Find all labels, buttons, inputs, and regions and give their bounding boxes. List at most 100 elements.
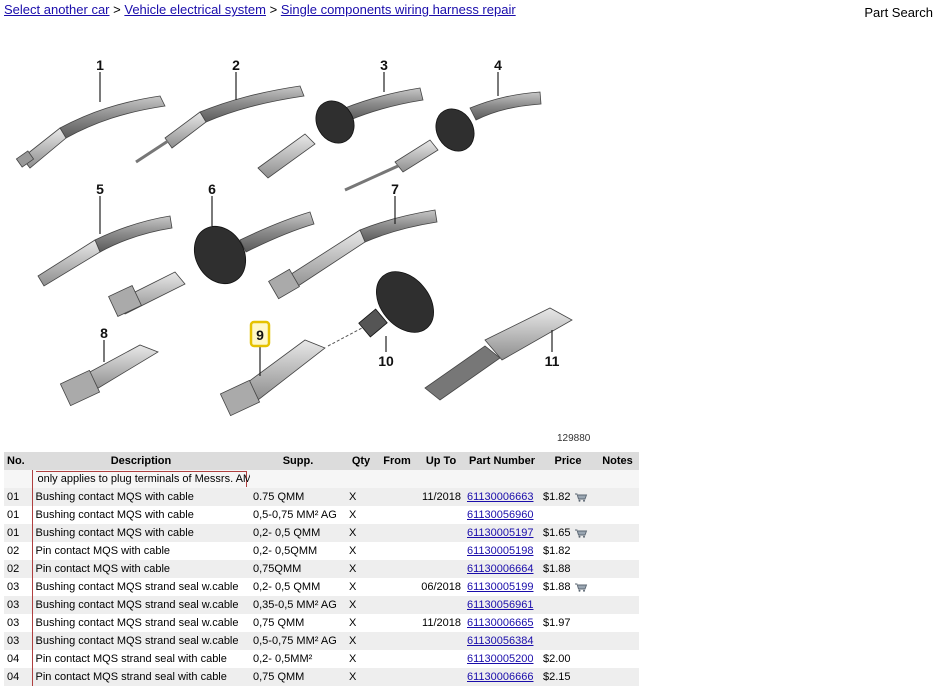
part-number-link[interactable]: 61130006664 (467, 563, 534, 575)
cell-no: 03 (4, 614, 32, 632)
cart-icon[interactable] (574, 582, 588, 592)
cell-notes (596, 506, 639, 524)
diagram-part-10 (327, 271, 434, 352)
callout-4[interactable]: 4 (494, 57, 502, 73)
cell-supp: 0,75QMM (250, 560, 346, 578)
cell-qty: X (346, 668, 376, 686)
cell-part-number: 61130006664 (464, 560, 540, 578)
cell-description: Pin contact MQS strand seal with cable (31, 650, 250, 668)
cell-description: Pin contact MQS with cable (31, 542, 250, 560)
callout-6[interactable]: 6 (208, 181, 216, 197)
cell-from (376, 542, 418, 560)
callout-7[interactable]: 7 (391, 181, 399, 197)
cell-supp: 0,2- 0,5 QMM (250, 524, 346, 542)
part-search-link[interactable]: Part Search (864, 5, 933, 20)
cell-from (376, 668, 418, 686)
diagram-part-11 (424, 307, 573, 401)
price-value: $1.88 (543, 581, 571, 593)
cell-qty: X (346, 506, 376, 524)
cell-qty: X (346, 488, 376, 506)
highlight-box (249, 320, 271, 348)
part-number-link[interactable]: 61130056960 (467, 509, 534, 521)
cell-qty: X (346, 596, 376, 614)
cell-notes (596, 488, 639, 506)
breadcrumb-link-vehicle-electrical[interactable]: Vehicle electrical system (124, 2, 266, 17)
part-number-link[interactable]: 61130005200 (467, 653, 534, 665)
part-number-link[interactable]: 61130005197 (467, 527, 534, 539)
cell-up-to (418, 668, 464, 686)
cell-notes (596, 614, 639, 632)
table-row: 02 Pin contact MQS with cable 0,75QMM X … (4, 560, 639, 578)
part-number-link[interactable]: 61130006666 (467, 671, 534, 683)
cell-description: Bushing contact MQS with cable (31, 488, 250, 506)
cell-no: 01 (4, 524, 32, 542)
cell-no: 03 (4, 632, 32, 650)
part-number-link[interactable]: 61130056384 (467, 635, 534, 647)
header-description: Description (32, 452, 250, 470)
table-note-row: only applies to plug terminals of Messrs… (4, 470, 639, 488)
part-number-link[interactable]: 61130005199 (467, 581, 534, 593)
cell-price: $1.82 (540, 542, 596, 560)
cell-from (376, 506, 418, 524)
cell-qty: X (346, 524, 376, 542)
callout-9[interactable]: 9 (256, 327, 264, 343)
cell-part-number: 61130006666 (464, 668, 540, 686)
cell-price: $1.82 (540, 488, 596, 506)
table-row: 01 Bushing contact MQS with cable 0,2- 0… (4, 524, 639, 542)
cell-qty: X (346, 614, 376, 632)
cell-price (540, 596, 596, 614)
callout-8[interactable]: 8 (100, 325, 108, 341)
cell-qty: X (346, 560, 376, 578)
cell-no: 01 (4, 488, 32, 506)
diagram-part-1 (15, 72, 166, 169)
callout-11[interactable]: 11 (545, 353, 560, 369)
header-up-to: Up To (418, 452, 464, 470)
cell-from (376, 524, 418, 542)
cell-price: $2.00 (540, 650, 596, 668)
cell-from (376, 488, 418, 506)
diagram-part-9 (219, 320, 326, 417)
part-number-link[interactable]: 61130056961 (467, 599, 534, 611)
table-row: 03 Bushing contact MQS strand seal w.cab… (4, 614, 639, 632)
cell-from (376, 596, 418, 614)
cell-price: $1.88 (540, 578, 596, 596)
header-qty: Qty (346, 452, 376, 470)
cell-price: $2.15 (540, 668, 596, 686)
diagram-id: 129880 (557, 433, 591, 444)
callout-2[interactable]: 2 (232, 57, 240, 73)
callout-5[interactable]: 5 (96, 181, 104, 197)
part-number-link[interactable]: 61130005198 (467, 545, 534, 557)
part-number-link[interactable]: 61130006665 (467, 617, 534, 629)
breadcrumb-link-wiring-harness[interactable]: Single components wiring harness repair (280, 2, 516, 17)
cell-up-to (418, 650, 464, 668)
table-row: 04 Pin contact MQS strand seal with cabl… (4, 668, 639, 686)
cell-up-to (418, 542, 464, 560)
cell-description: Bushing contact MQS with cable (31, 524, 250, 542)
part-number-link[interactable]: 61130006663 (467, 491, 534, 503)
cell-notes (596, 632, 639, 650)
cell-description: Bushing contact MQS strand seal w.cable (31, 596, 250, 614)
cell-no: 04 (4, 668, 32, 686)
cell-qty: X (346, 650, 376, 668)
cell-supp: 0.75 QMM (250, 488, 346, 506)
table-row: 02 Pin contact MQS with cable 0,2- 0,5QM… (4, 542, 639, 560)
cart-icon[interactable] (574, 492, 588, 502)
cell-supp: 0,2- 0,5MM² (250, 650, 346, 668)
header-part-number: Part Number (464, 452, 540, 470)
cell-notes (596, 650, 639, 668)
cell-description: Bushing contact MQS with cable (31, 506, 250, 524)
breadcrumb-link-select-car[interactable]: Select another car (4, 2, 110, 17)
callout-10[interactable]: 10 (378, 353, 394, 369)
cell-up-to (418, 506, 464, 524)
callout-1[interactable]: 1 (96, 57, 104, 73)
cell-no: 04 (4, 650, 32, 668)
cell-from (376, 650, 418, 668)
cell-part-number: 61130005199 (464, 578, 540, 596)
price-value: $1.82 (543, 491, 571, 503)
cart-icon[interactable] (574, 528, 588, 538)
cell-part-number: 61130056961 (464, 596, 540, 614)
table-row: 03 Bushing contact MQS strand seal w.cab… (4, 578, 639, 596)
price-value: $1.82 (543, 545, 571, 557)
callout-3[interactable]: 3 (380, 57, 388, 73)
cell-description: Pin contact MQS strand seal with cable (31, 668, 250, 686)
